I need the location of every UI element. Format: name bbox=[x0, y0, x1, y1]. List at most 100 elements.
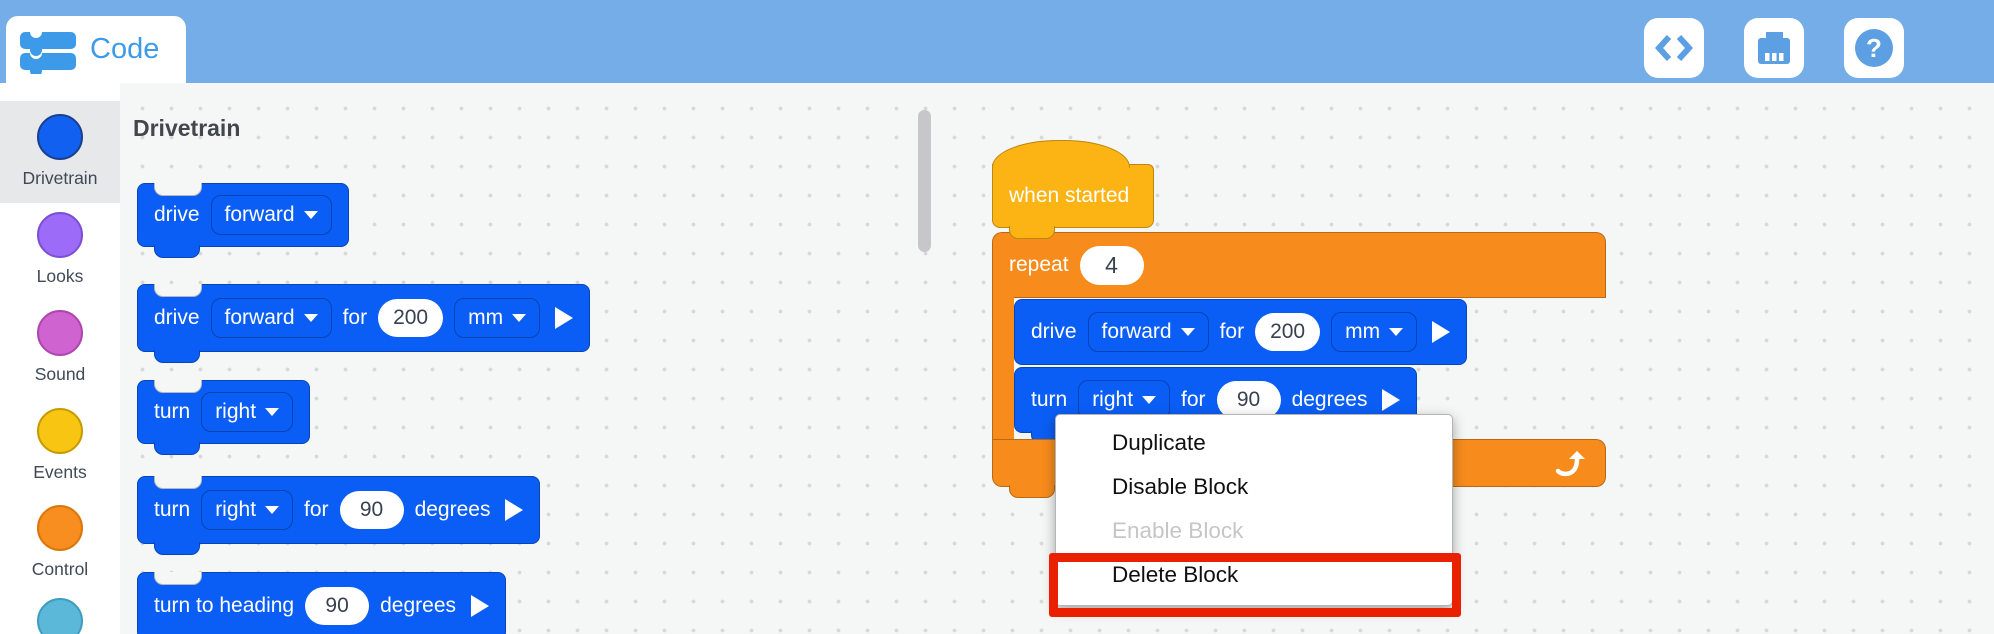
sidebar-item-looks[interactable]: Looks bbox=[0, 212, 120, 287]
when-started-hat-block[interactable]: when started bbox=[992, 140, 1154, 239]
block-notch bbox=[154, 476, 202, 489]
svg-text:?: ? bbox=[1866, 33, 1882, 63]
dropdown-value: forward bbox=[1101, 320, 1172, 343]
tab-code-label: Code bbox=[90, 33, 160, 65]
category-sidebar: Drivetrain Looks Sound Events Control bbox=[0, 83, 120, 634]
workspace-canvas[interactable]: Drivetrain drive forward drive forward for 2… bbox=[120, 83, 1994, 634]
chevron-down-icon bbox=[1180, 328, 1195, 336]
block-label: turn bbox=[154, 400, 191, 423]
hat-label: when started bbox=[1009, 184, 1130, 207]
sidebar-item-sensing[interactable] bbox=[0, 598, 120, 634]
delete-block-highlight-annotation bbox=[1049, 553, 1461, 617]
robot-brain-icon bbox=[1758, 32, 1790, 64]
menu-item-enable-block: Enable Block bbox=[1112, 518, 1244, 543]
block-notch bbox=[154, 572, 202, 585]
tab-code[interactable]: Code bbox=[6, 16, 186, 83]
dropdown-value: forward bbox=[224, 203, 295, 226]
block-notch bbox=[154, 284, 202, 297]
value-input[interactable]: 90 bbox=[1216, 381, 1281, 419]
block-dropdown[interactable]: forward bbox=[1087, 312, 1209, 352]
palette-block-drive-for[interactable]: drive forward for 200 mm bbox=[137, 284, 591, 363]
dropdown-value: forward bbox=[224, 306, 295, 329]
block-dropdown[interactable]: right bbox=[201, 490, 294, 530]
code-brackets-icon bbox=[1655, 34, 1693, 62]
value-input[interactable]: 90 bbox=[339, 491, 404, 529]
context-menu: Duplicate Disable Block Enable Block Del… bbox=[1055, 414, 1453, 606]
block-label: degrees bbox=[1291, 388, 1368, 411]
sound-category-icon bbox=[37, 310, 83, 356]
code-view-button[interactable] bbox=[1644, 18, 1704, 78]
block-label: drive bbox=[1031, 320, 1077, 343]
dropdown-value: mm bbox=[1345, 320, 1381, 343]
block-notch bbox=[154, 183, 202, 196]
play-icon[interactable] bbox=[1382, 389, 1401, 411]
block-bump bbox=[154, 350, 200, 363]
events-category-icon bbox=[37, 408, 83, 454]
block-bump bbox=[154, 542, 200, 555]
dropdown-value: right bbox=[215, 498, 257, 521]
top-bar: Code ? bbox=[0, 0, 1994, 83]
block-dropdown[interactable]: right bbox=[201, 392, 294, 432]
play-icon[interactable] bbox=[505, 499, 524, 521]
block-dropdown[interactable]: forward bbox=[210, 195, 332, 235]
dropdown-value: mm bbox=[468, 306, 504, 329]
block-bump bbox=[154, 245, 200, 258]
looks-category-icon bbox=[37, 212, 83, 258]
control-category-icon bbox=[37, 505, 83, 551]
block-label: for bbox=[304, 498, 329, 521]
value-input[interactable]: 200 bbox=[378, 299, 444, 337]
block-notch bbox=[154, 380, 202, 393]
block-label: drive bbox=[154, 203, 200, 226]
chevron-down-icon bbox=[303, 211, 318, 219]
repeat-block-header[interactable]: repeat 4 bbox=[992, 232, 1606, 298]
loop-arrow-icon bbox=[1555, 450, 1585, 476]
block-label: drive bbox=[154, 306, 200, 329]
sidebar-item-events[interactable]: Events bbox=[0, 408, 120, 483]
palette-header: Drivetrain bbox=[133, 115, 241, 141]
chevron-down-icon bbox=[265, 506, 280, 514]
block-dropdown[interactable]: mm bbox=[1331, 312, 1418, 352]
palette-block-turn[interactable]: turn right bbox=[137, 380, 311, 455]
repeat-count-input[interactable]: 4 bbox=[1079, 245, 1144, 285]
menu-item-disable-block[interactable]: Disable Block bbox=[1112, 474, 1249, 499]
play-icon[interactable] bbox=[471, 595, 489, 617]
value-input[interactable]: 90 bbox=[305, 587, 370, 625]
chevron-down-icon bbox=[1142, 396, 1157, 404]
block-dropdown[interactable]: mm bbox=[454, 298, 541, 338]
sidebar-item-sound[interactable]: Sound bbox=[0, 310, 120, 385]
menu-item-duplicate[interactable]: Duplicate bbox=[1112, 430, 1206, 455]
sidebar-item-control[interactable]: Control bbox=[0, 505, 120, 580]
hat-dome bbox=[992, 140, 1130, 168]
block-bump bbox=[154, 442, 200, 455]
value-input[interactable]: 200 bbox=[1255, 313, 1321, 351]
dropdown-value: right bbox=[215, 400, 257, 423]
palette-scrollbar[interactable] bbox=[918, 110, 931, 252]
device-brain-button[interactable] bbox=[1744, 18, 1804, 78]
chevron-down-icon bbox=[265, 408, 280, 416]
block-label: degrees bbox=[414, 498, 491, 521]
play-icon[interactable] bbox=[555, 307, 574, 329]
repeat-label: repeat bbox=[1009, 253, 1069, 276]
dropdown-value: right bbox=[1092, 388, 1134, 411]
question-mark-icon: ? bbox=[1855, 29, 1893, 67]
repeat-block-arm[interactable] bbox=[992, 296, 1014, 441]
block-label: for bbox=[1181, 388, 1206, 411]
block-label: for bbox=[342, 306, 368, 329]
block-label: turn bbox=[1031, 388, 1068, 411]
palette-block-drive[interactable]: drive forward bbox=[137, 183, 349, 258]
menu-item-delete-block[interactable]: Delete Block bbox=[1112, 562, 1239, 587]
block-label: degrees bbox=[380, 594, 456, 617]
block-bump bbox=[1009, 226, 1055, 239]
sensing-category-icon bbox=[37, 598, 83, 634]
drivetrain-category-icon bbox=[37, 114, 83, 160]
play-icon[interactable] bbox=[1432, 321, 1451, 343]
block-dropdown[interactable]: forward bbox=[210, 298, 332, 338]
chevron-down-icon bbox=[512, 314, 527, 322]
help-button[interactable]: ? bbox=[1844, 18, 1904, 78]
chevron-down-icon bbox=[1389, 328, 1404, 336]
sidebar-item-drivetrain[interactable]: Drivetrain bbox=[0, 114, 120, 189]
